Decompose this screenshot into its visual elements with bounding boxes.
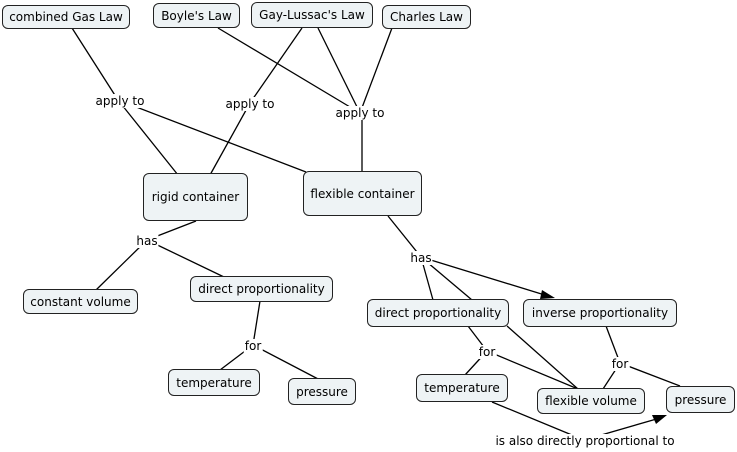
link-label-also-proportional: is also directly proportional to	[494, 434, 676, 448]
concept-temperature-left[interactable]: temperature	[168, 369, 260, 396]
concept-rigid-container[interactable]: rigid container	[143, 173, 248, 221]
concept-charles-law[interactable]: Charles Law	[382, 5, 471, 29]
link-apply-to-rigid	[117, 99, 179, 176]
concept-direct-proportionality-right[interactable]: direct proportionality	[367, 299, 509, 327]
link-has-to-direct-left	[146, 239, 225, 278]
link-direct-to-for-left	[252, 300, 261, 346]
link-direct-to-flexible-volume	[506, 325, 579, 390]
link-gaylussac-to-apply	[249, 27, 303, 104]
concept-flexible-container[interactable]: flexible container	[303, 171, 422, 216]
link-for-to-pressure-left	[252, 344, 321, 381]
concept-flexible-volume[interactable]: flexible volume	[537, 388, 645, 414]
link-for-to-pressure-right	[619, 362, 681, 387]
link-label-for-mid: for	[477, 345, 497, 359]
link-has-to-inverse	[420, 256, 549, 297]
link-label-has-left: has	[135, 234, 159, 248]
concept-combined-gas-law[interactable]: combined Gas Law	[2, 5, 130, 29]
concept-inverse-proportionality[interactable]: inverse proportionality	[523, 299, 677, 327]
link-boyles-to-apply	[217, 27, 361, 114]
link-label-apply-to-3: apply to	[334, 106, 386, 120]
link-combined-to-apply	[71, 27, 119, 101]
link-apply-to-flexible	[117, 99, 307, 173]
concept-pressure-left[interactable]: pressure	[288, 378, 356, 405]
concept-temperature-right[interactable]: temperature	[416, 374, 508, 402]
link-label-apply-to-2: apply to	[224, 97, 276, 111]
concept-boyles-law[interactable]: Boyle's Law	[153, 3, 240, 28]
link-label-apply-to-1: apply to	[94, 94, 146, 108]
arrowhead-inverse	[540, 290, 555, 299]
link-temperature-to-also	[491, 401, 585, 441]
link-for-to-flexible-volume	[486, 350, 579, 390]
link-inverse-to-for-right	[605, 325, 621, 364]
link-has-to-constant	[95, 239, 148, 291]
link-label-has-right: has	[409, 251, 433, 265]
link-flexible-to-has	[387, 215, 422, 258]
link-apply-to-rigid-2	[209, 102, 251, 176]
concept-direct-proportionality-left[interactable]: direct proportionality	[190, 276, 333, 302]
arrowhead-pressure	[652, 415, 667, 424]
concept-gay-lussacs-law[interactable]: Gay-Lussac's Law	[251, 2, 373, 28]
link-charles-to-apply	[359, 27, 393, 114]
concept-constant-volume[interactable]: constant volume	[23, 289, 138, 314]
link-gaylussac-to-apply-2	[317, 27, 361, 114]
concept-pressure-right[interactable]: pressure	[666, 386, 735, 413]
link-label-for-right: for	[610, 357, 630, 371]
link-label-for-left: for	[243, 339, 263, 353]
